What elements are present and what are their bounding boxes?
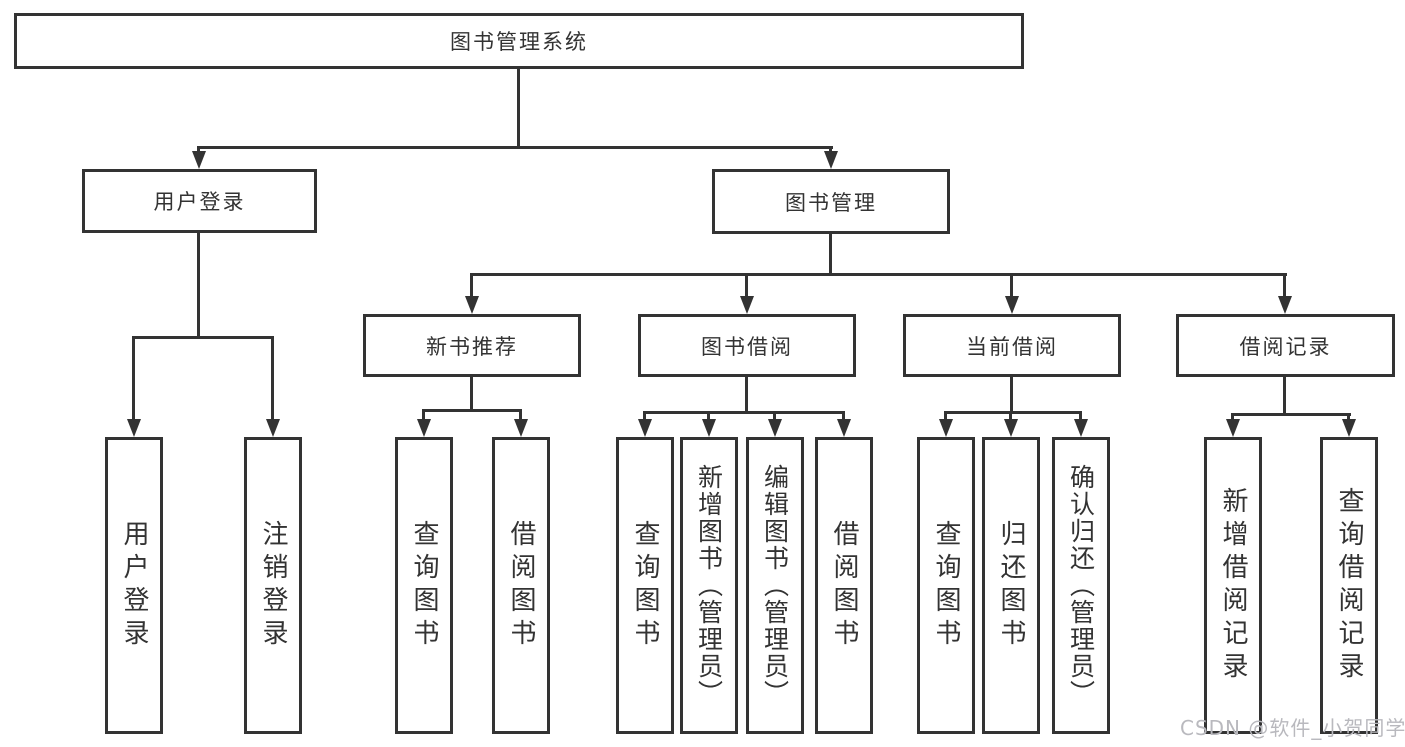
leaf-borrow-books-recommend-label: 借阅图书: [506, 519, 536, 652]
leaf-query-borrow-record-label: 查询借阅记录: [1334, 486, 1364, 685]
leaf-borrow-books-label: 借阅图书: [829, 519, 859, 652]
arrow-query-books-borrow-icon: [638, 419, 652, 437]
arrow-book-management-icon: [824, 151, 838, 169]
node-borrow-records: 借阅记录: [1176, 314, 1395, 377]
connector-stem-query-books-recommend: [422, 409, 425, 421]
leaf-add-borrow-record-label: 新增借阅记录: [1218, 486, 1248, 685]
node-book-borrow-label: 图书借阅: [701, 334, 793, 359]
arrow-new-book-recommend-icon: [465, 296, 479, 314]
connector-stem-borrow-records: [1283, 273, 1286, 298]
node-book-management-label: 图书管理: [785, 190, 877, 215]
leaf-return-books-label: 归还图书: [996, 519, 1026, 652]
csdn-watermark: CSDN @软件_小贺同学: [1180, 716, 1405, 740]
arrow-book-borrow-icon: [740, 296, 754, 314]
connector-recommend-branch: [422, 409, 522, 412]
connector-book-borrow-branch: [643, 411, 845, 414]
leaf-add-book-admin-label: 新增图书（管理员）: [694, 464, 724, 707]
node-borrow-records-label: 借阅记录: [1239, 334, 1332, 359]
connector-stem-new-book-recommend: [470, 273, 473, 298]
connector-stem-return-books: [1009, 411, 1012, 421]
connector-book-management-branch: [470, 273, 1287, 276]
connector-stem-book-borrow: [745, 273, 748, 298]
connector-book-borrow-drop: [745, 377, 748, 411]
arrow-edit-book-admin-icon: [768, 419, 782, 437]
leaf-query-books-borrow-label: 查询图书: [630, 519, 660, 652]
connector-borrow-records-branch: [1231, 413, 1351, 416]
connector-current-borrow-branch: [944, 411, 1082, 414]
connector-user-login-branch: [132, 336, 274, 339]
node-user-login-label: 用户登录: [153, 190, 246, 214]
node-book-borrow: 图书借阅: [638, 314, 856, 377]
arrow-leaf-user-login-icon: [127, 419, 141, 437]
connector-root-drop: [517, 69, 520, 146]
arrow-query-borrow-record-icon: [1342, 419, 1356, 437]
leaf-return-books: 归还图书: [982, 437, 1040, 734]
leaf-confirm-return-admin-label: 确认归还（管理员）: [1066, 464, 1096, 707]
connector-recommend-drop: [470, 377, 473, 409]
connector-stem-edit-book-admin: [773, 411, 776, 421]
arrow-confirm-return-icon: [1074, 419, 1088, 437]
arrow-borrow-records-icon: [1278, 296, 1292, 314]
connector-user-login-drop: [197, 233, 200, 336]
leaf-query-books-current-label: 查询图书: [931, 519, 961, 652]
node-root-label: 图书管理系统: [450, 30, 588, 54]
leaf-user-login-label: 用户登录: [119, 519, 149, 652]
connector-root-branch: [198, 146, 833, 149]
node-book-management: 图书管理: [712, 169, 950, 234]
leaf-add-book-admin: 新增图书（管理员）: [680, 437, 738, 734]
arrow-current-borrow-icon: [1005, 296, 1019, 314]
leaf-query-books-recommend: 查询图书: [395, 437, 453, 734]
connector-stem-confirm-return: [1079, 411, 1082, 421]
arrow-borrow-books-icon: [837, 419, 851, 437]
connector-borrow-records-drop: [1283, 377, 1286, 413]
arrow-leaf-logout-icon: [266, 419, 280, 437]
leaf-logout-label: 注销登录: [258, 519, 288, 652]
connector-stem-borrow-books: [842, 411, 845, 421]
leaf-logout: 注销登录: [244, 437, 302, 734]
leaf-query-borrow-record: 查询借阅记录: [1320, 437, 1378, 734]
connector-stem-leaf-logout: [271, 336, 274, 421]
arrow-borrow-books-recommend-icon: [514, 419, 528, 437]
arrow-return-books-icon: [1004, 419, 1018, 437]
connector-stem-query-books-borrow: [643, 411, 646, 421]
node-new-book-recommend-label: 新书推荐: [426, 334, 518, 359]
leaf-query-books-current: 查询图书: [917, 437, 975, 734]
node-user-login: 用户登录: [82, 169, 317, 233]
connector-current-borrow-drop: [1010, 377, 1013, 411]
leaf-confirm-return-admin: 确认归还（管理员）: [1052, 437, 1110, 734]
leaf-user-login: 用户登录: [105, 437, 163, 734]
connector-stem-query-books-current: [944, 411, 947, 421]
connector-book-management-drop: [829, 234, 832, 273]
arrow-add-book-admin-icon: [702, 419, 716, 437]
arrow-query-books-recommend-icon: [417, 419, 431, 437]
node-root: 图书管理系统: [14, 13, 1024, 69]
connector-stem-query-borrow-record: [1347, 413, 1350, 421]
node-current-borrow: 当前借阅: [903, 314, 1121, 377]
connector-stem-current-borrow: [1010, 273, 1013, 298]
connector-stem-leaf-user-login: [132, 336, 135, 421]
leaf-edit-book-admin: 编辑图书（管理员）: [746, 437, 804, 734]
arrow-user-login-icon: [192, 151, 206, 169]
connector-stem-borrow-books-recommend: [519, 409, 522, 421]
node-current-borrow-label: 当前借阅: [966, 334, 1058, 359]
node-new-book-recommend: 新书推荐: [363, 314, 581, 377]
leaf-query-books-borrow: 查询图书: [616, 437, 674, 734]
connector-stem-add-borrow-record: [1231, 413, 1234, 421]
arrow-add-borrow-record-icon: [1226, 419, 1240, 437]
connector-stem-add-book-admin: [707, 411, 710, 421]
leaf-query-books-recommend-label: 查询图书: [409, 519, 439, 652]
leaf-add-borrow-record: 新增借阅记录: [1204, 437, 1262, 734]
arrow-query-books-current-icon: [939, 419, 953, 437]
leaf-edit-book-admin-label: 编辑图书（管理员）: [760, 464, 790, 707]
leaf-borrow-books-recommend: 借阅图书: [492, 437, 550, 734]
leaf-borrow-books: 借阅图书: [815, 437, 873, 734]
